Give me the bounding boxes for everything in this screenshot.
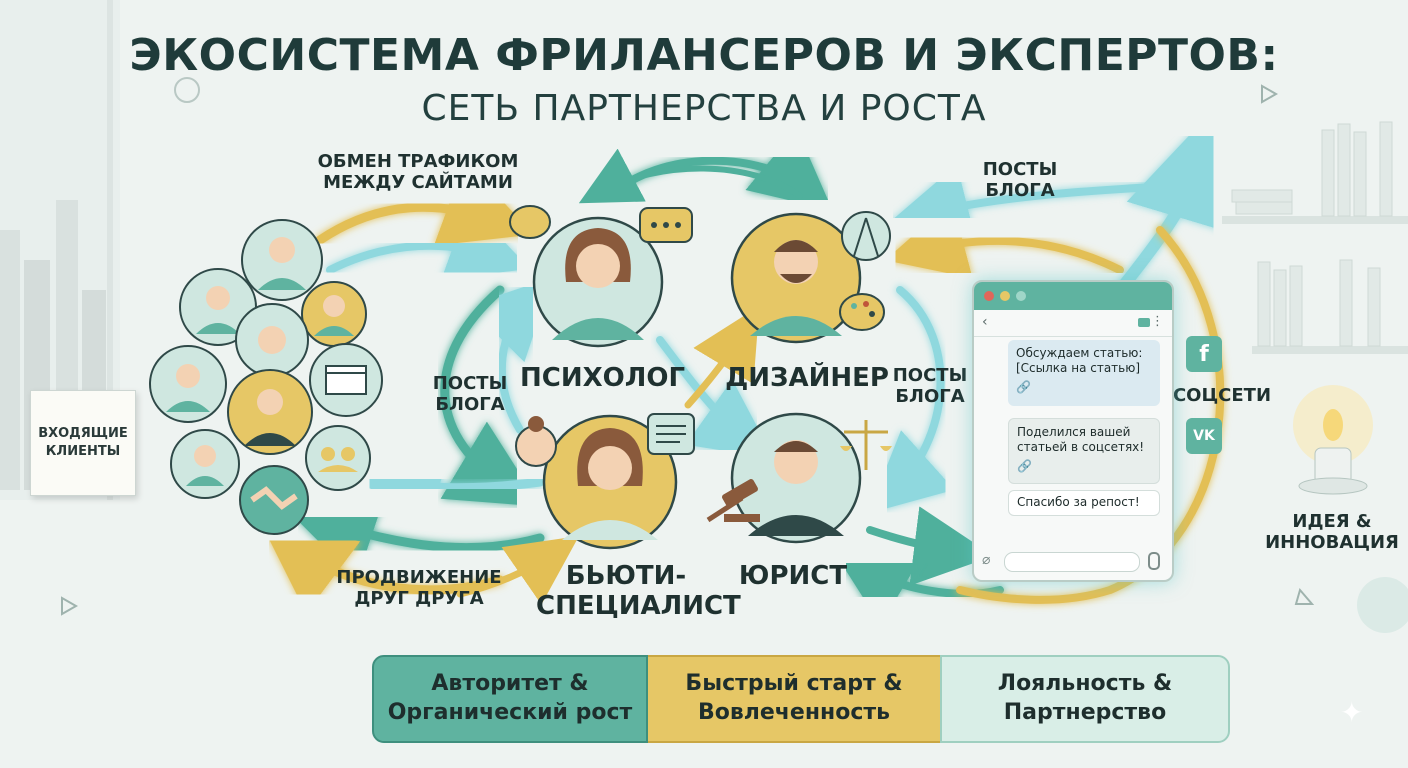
attach-icon[interactable]: ⌀ bbox=[982, 552, 991, 568]
brain-icon bbox=[509, 205, 551, 239]
label-traffic-exchange: ОБМЕН ТРАФИКОМ МЕЖДУ САЙТАМИ bbox=[317, 151, 519, 193]
label-social-networks: СОЦСЕТИ bbox=[1172, 385, 1272, 406]
compass-icon bbox=[841, 211, 891, 261]
window-minimize-dot[interactable] bbox=[1000, 291, 1010, 301]
benefit-authority: Авторитет & Органический рост bbox=[372, 655, 648, 743]
arrow-blog-right bbox=[868, 286, 955, 514]
designer-avatar bbox=[730, 212, 862, 344]
link-icon: 🔗 bbox=[1016, 380, 1031, 394]
arrow-design-psy bbox=[578, 148, 803, 204]
browser-icon bbox=[309, 343, 383, 417]
page-subtitle: СЕТЬ ПАРТНЕРСТВА И РОСТА bbox=[421, 88, 987, 129]
role-lawyer: ЮРИСТ bbox=[738, 561, 848, 591]
chat-message: Спасибо за репост! bbox=[1008, 490, 1160, 516]
speech-bubble-icon bbox=[639, 207, 693, 243]
woman-icon bbox=[515, 416, 557, 467]
scales-icon bbox=[840, 420, 892, 470]
label-blog-posts-right: ПОСТЫ БЛОГА bbox=[892, 365, 968, 407]
notes-bubble-icon bbox=[647, 413, 695, 455]
arrow-traffic-bottom bbox=[326, 204, 531, 280]
client-avatar bbox=[235, 303, 309, 377]
benefit-fast-start: Быстрый старт & Вовлеченность bbox=[648, 655, 940, 743]
chat-titlebar bbox=[974, 282, 1172, 310]
chat-message-text: Поделился вашей статьей в соцсетях! bbox=[1017, 425, 1145, 454]
window-close-dot[interactable] bbox=[984, 291, 994, 301]
beauty-avatar bbox=[542, 414, 678, 550]
client-avatar bbox=[227, 369, 313, 455]
bookshelf bbox=[1222, 121, 1408, 354]
chat-message: Обсуждаем статью: [Ссылка на статью] 🔗 bbox=[1008, 340, 1160, 406]
label-mutual-promotion: ПРОДВИЖЕНИЕ ДРУГ ДРУГА bbox=[336, 567, 502, 609]
microphone-icon[interactable] bbox=[1148, 552, 1160, 570]
client-avatar bbox=[170, 429, 240, 499]
palette-icon bbox=[839, 293, 885, 331]
chat-message-text: Спасибо за репост! bbox=[1017, 495, 1140, 509]
window-maximize-dot[interactable] bbox=[1016, 291, 1026, 301]
chat-message-text: Обсуждаем статью: [Ссылка на статью] bbox=[1016, 346, 1143, 375]
client-avatar bbox=[301, 281, 367, 347]
more-icon[interactable]: ⋮ bbox=[1151, 314, 1164, 329]
back-icon[interactable]: ‹ bbox=[982, 314, 988, 330]
link-icon: 🔗 bbox=[1017, 459, 1032, 473]
role-psychologist: ПСИХОЛОГ bbox=[520, 363, 686, 393]
sparkle-icon: ✦ bbox=[1340, 696, 1364, 729]
role-beauty-specialist: БЬЮТИ-СПЕЦИАЛИСТ bbox=[536, 561, 741, 621]
label-idea-innovation: ИДЕЯ & ИННОВАЦИЯ bbox=[1265, 511, 1399, 553]
arrow-blog-top2 bbox=[885, 201, 1124, 279]
decor-circle bbox=[1357, 577, 1408, 633]
benefit-loyalty: Лояльность & Партнерство bbox=[940, 655, 1230, 743]
facebook-icon[interactable]: f bbox=[1186, 336, 1222, 372]
page-title: ЭКОСИСТЕМА ФРИЛАНСЕРОВ И ЭКСПЕРТОВ: bbox=[129, 30, 1279, 81]
gavel-icon bbox=[706, 479, 760, 523]
arrow-beauty-design bbox=[684, 305, 760, 409]
arrow-psy-lawyer bbox=[656, 336, 775, 459]
arrow-traffic-top bbox=[315, 161, 534, 246]
video-icon[interactable] bbox=[1138, 318, 1150, 327]
arrow-beauty-left2 bbox=[285, 494, 545, 580]
group-icon bbox=[305, 425, 371, 491]
chat-header: ‹ ⋮ bbox=[974, 310, 1172, 337]
arrow-beauty-left bbox=[350, 451, 545, 539]
lawyer-avatar bbox=[730, 412, 862, 544]
client-avatar bbox=[241, 219, 323, 301]
psychologist-avatar bbox=[532, 216, 664, 348]
label-blog-posts-left: ПОСТЫ БЛОГА bbox=[432, 373, 508, 415]
incoming-clients-sign: ВХОДЯЩИЕ КЛИЕНТЫ bbox=[30, 390, 136, 496]
arrow-lawyer-chat bbox=[866, 506, 994, 586]
decor-triangle bbox=[61, 596, 79, 616]
arrow-blog-left-up bbox=[467, 277, 553, 434]
client-avatar bbox=[179, 268, 257, 346]
arrow-promotion-up bbox=[456, 536, 580, 605]
handshake-icon bbox=[239, 465, 309, 535]
client-avatar bbox=[149, 345, 227, 423]
arrow-growth bbox=[1114, 104, 1242, 296]
decor-triangle bbox=[1294, 587, 1315, 605]
role-designer: ДИЗАЙНЕР bbox=[725, 363, 889, 393]
lamp-icon bbox=[1293, 385, 1373, 495]
decor-circle bbox=[174, 77, 200, 103]
arrow-promotion bbox=[261, 523, 505, 614]
label-blog-posts-top: ПОСТЫ БЛОГА bbox=[982, 159, 1058, 201]
client-cluster bbox=[149, 219, 383, 535]
chat-message: Поделился вашей статьей в соцсетях! 🔗 bbox=[1008, 418, 1160, 484]
chat-message-input[interactable] bbox=[1004, 552, 1140, 572]
decor-triangle bbox=[1261, 84, 1279, 104]
vk-icon[interactable]: VK bbox=[1186, 418, 1222, 454]
